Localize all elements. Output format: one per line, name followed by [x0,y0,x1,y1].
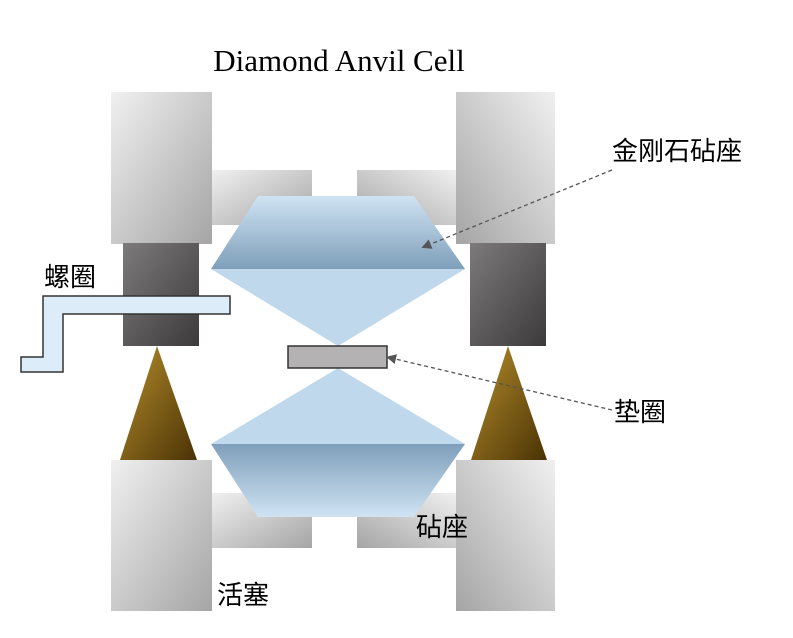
diamond-top-crown [211,196,465,269]
screw-block-right [470,243,546,346]
screw-block-left [123,243,199,346]
diamond-top-pavilion [211,269,465,346]
diamond-bottom-crown [211,444,465,517]
screw-ring-shape [20,295,231,373]
diamond-bottom-pavilion [211,368,465,444]
label-piston: 活塞 [217,581,269,611]
leader-line-diamond-seat [421,169,613,249]
diagram-title: Diamond Anvil Cell [213,43,464,78]
spike-right [471,346,547,460]
spike-left [120,346,197,460]
label-screw-ring: 螺圈 [44,263,96,293]
label-gasket: 垫圈 [614,398,666,428]
gasket-rect [287,345,388,369]
label-anvil-seat: 砧座 [416,513,468,543]
frame-top-left [111,92,212,244]
leader-line-gasket [386,354,613,411]
label-diamond-seat: 金刚石砧座 [612,137,742,167]
frame-bottom-left [111,460,212,611]
frame-top-right [456,92,555,244]
frame-bottom-right [456,460,555,611]
